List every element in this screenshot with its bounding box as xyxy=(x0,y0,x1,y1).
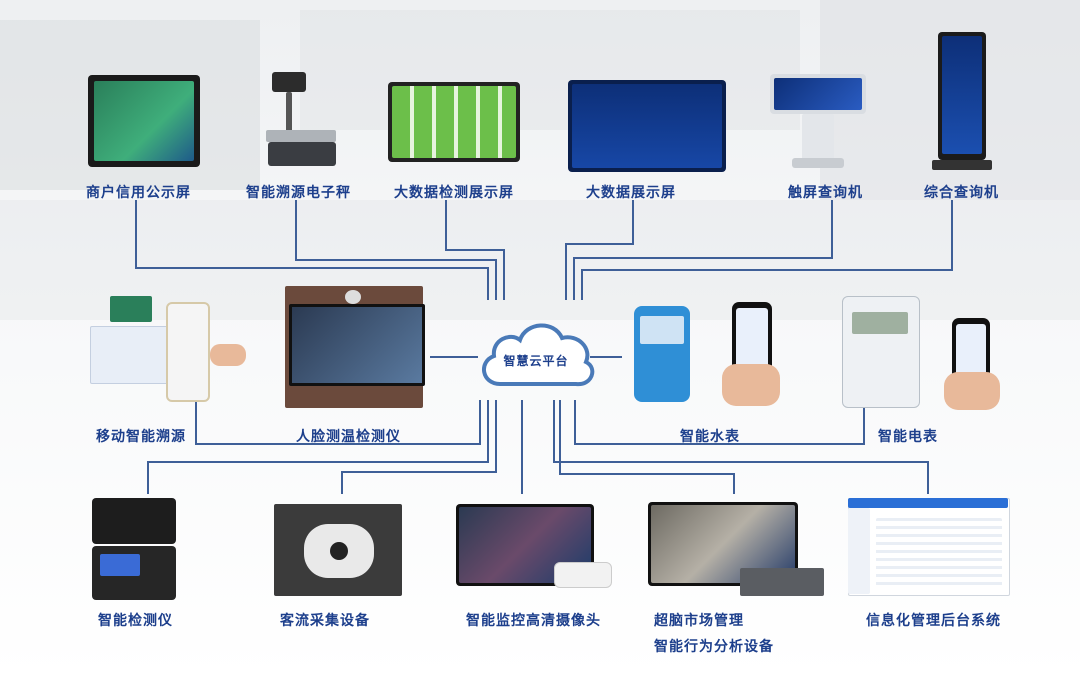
screen-frame xyxy=(568,80,726,172)
screen-content xyxy=(572,84,722,168)
label-face-temperature-detector: 人脸测温检测仪 xyxy=(296,429,401,445)
face-temperature-detector[interactable] xyxy=(285,286,425,408)
touch-query-kiosk[interactable] xyxy=(770,74,866,168)
phone xyxy=(166,302,210,402)
kiosk-base xyxy=(792,158,844,168)
passenger-flow-device[interactable] xyxy=(274,504,402,596)
label-mobile-traceability: 移动智能溯源 xyxy=(96,429,186,445)
screen-content xyxy=(94,81,194,161)
label-comprehensive-query-machine: 综合查询机 xyxy=(924,185,999,201)
big-data-inspection-screen[interactable] xyxy=(388,82,520,162)
backend-header xyxy=(848,498,1008,508)
label-smart-electricity-meter: 智能电表 xyxy=(878,429,938,445)
management-backend-system[interactable] xyxy=(848,498,1010,596)
hand xyxy=(944,372,1000,410)
super-brain-market-management[interactable] xyxy=(648,502,824,598)
label-management-backend-system: 信息化管理后台系统 xyxy=(866,613,1001,629)
mobile-traceability[interactable] xyxy=(90,296,250,402)
big-data-display-screen[interactable] xyxy=(568,80,726,172)
smart-electricity-meter[interactable] xyxy=(836,296,1002,414)
smart-water-meter[interactable] xyxy=(626,294,792,414)
label-touch-query-kiosk: 触屏查询机 xyxy=(788,185,863,201)
hand xyxy=(722,364,780,406)
cloud-icon xyxy=(482,323,595,387)
smart-inspection-instrument[interactable] xyxy=(92,498,176,600)
screen-frame xyxy=(88,75,200,167)
kiosk-frame xyxy=(770,74,866,114)
nvr-device xyxy=(740,568,824,596)
comprehensive-query-machine[interactable] xyxy=(932,32,992,172)
sensor-lens-icon xyxy=(330,542,348,560)
detector-screen xyxy=(289,304,425,386)
label-merchant-credit-screen: 商户信用公示屏 xyxy=(86,185,191,201)
screen-frame xyxy=(388,82,520,162)
label-smart-water-meter: 智能水表 xyxy=(680,429,740,445)
cloud-platform[interactable] xyxy=(470,310,600,400)
label-big-data-inspection-screen: 大数据检测展示屏 xyxy=(394,185,514,201)
meter-display xyxy=(852,312,908,334)
kiosk-base xyxy=(932,160,992,170)
label-behavior-analysis-device: 智能行为分析设备 xyxy=(654,639,774,655)
label-smart-inspection-instrument: 智能检测仪 xyxy=(98,613,173,629)
camera-icon xyxy=(554,562,612,588)
kiosk-frame xyxy=(938,32,986,160)
case-lid xyxy=(92,498,176,544)
traceability-scale[interactable] xyxy=(260,72,340,168)
small-screen xyxy=(110,296,152,322)
screen-content xyxy=(774,78,862,110)
label-hd-surveillance-camera: 智能监控高清摄像头 xyxy=(466,613,601,629)
label-big-data-display-screen: 大数据展示屏 xyxy=(586,185,676,201)
instrument-screen xyxy=(100,554,140,576)
merchant-credit-screen[interactable] xyxy=(88,75,200,167)
scale-display xyxy=(272,72,306,92)
camera-icon xyxy=(345,290,361,304)
kiosk-stand xyxy=(802,114,834,160)
backend-table xyxy=(876,518,1002,588)
hd-surveillance-camera[interactable] xyxy=(456,504,612,600)
hand xyxy=(210,344,246,366)
screen-content xyxy=(392,86,516,158)
scale-plate xyxy=(266,130,336,142)
label-super-brain-market-management: 超脑市场管理 xyxy=(654,613,744,629)
meter-display xyxy=(640,316,684,344)
cloud-label: 智慧云平台 xyxy=(503,354,569,368)
label-passenger-flow-device: 客流采集设备 xyxy=(280,613,370,629)
label-traceability-scale: 智能溯源电子秤 xyxy=(246,185,351,201)
backend-sidebar xyxy=(848,508,870,594)
scale-pole xyxy=(286,92,292,132)
scale-base xyxy=(268,142,336,166)
screen-content xyxy=(942,36,982,154)
